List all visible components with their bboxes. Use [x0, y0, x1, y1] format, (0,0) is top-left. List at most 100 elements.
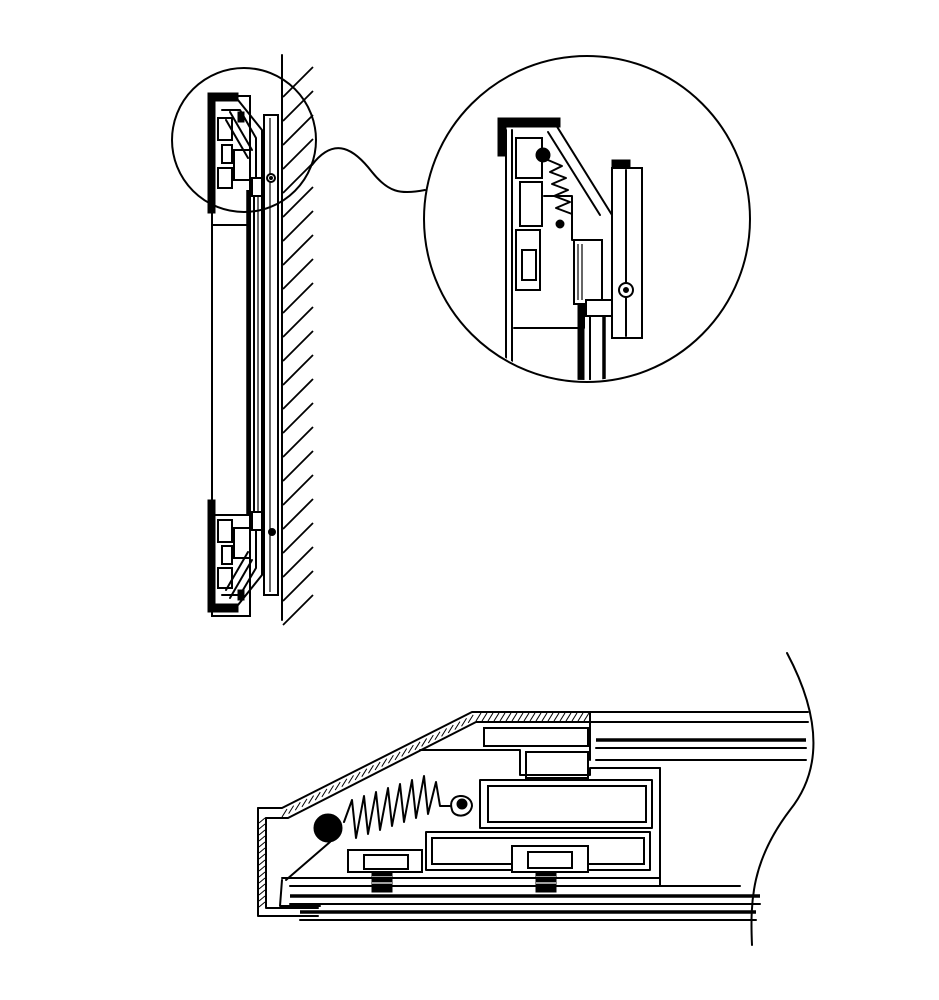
hatch-line — [282, 450, 314, 482]
wall — [281, 54, 314, 626]
hatch-line — [288, 805, 295, 814]
break-line — [750, 652, 815, 946]
side-view — [171, 54, 426, 626]
hatch-line — [282, 498, 314, 530]
hatch-line — [282, 474, 314, 506]
hatch-line — [434, 731, 441, 740]
hatch-line — [523, 712, 530, 722]
hatch-line — [467, 714, 474, 724]
hatch-line — [282, 258, 314, 290]
hatch-line — [499, 712, 506, 722]
hatch-line — [559, 712, 566, 722]
magnified-circle — [423, 55, 751, 383]
hatch-line — [282, 594, 314, 626]
hatch-line — [394, 751, 401, 761]
hatch-line — [535, 712, 542, 722]
hatch-line — [282, 114, 314, 146]
hatch-line — [258, 829, 266, 836]
hatch-line — [565, 712, 572, 722]
hatch-line — [328, 785, 334, 794]
hatch-line — [511, 712, 518, 722]
hatch-line — [334, 781, 341, 791]
hatch-line — [341, 778, 348, 788]
hatch-line — [258, 871, 266, 878]
hatch-line — [258, 853, 266, 860]
hatch-line — [258, 841, 266, 848]
detail-callout-circle — [171, 67, 317, 213]
hatch-line — [258, 889, 266, 896]
hatch-line — [258, 823, 266, 830]
hatch-line — [407, 744, 414, 754]
hatch-line — [282, 90, 314, 122]
spring-icon — [547, 159, 573, 215]
hatch-line — [547, 712, 554, 722]
hatch-line — [454, 721, 461, 730]
hatch-line — [529, 712, 536, 722]
lower-screw-icon — [268, 528, 276, 536]
hatch-line — [282, 570, 314, 602]
hatch-line — [282, 354, 314, 386]
hatch-line — [282, 306, 314, 338]
wall-hatching — [282, 66, 314, 626]
magnified-detail — [423, 55, 751, 383]
hatch-line — [441, 728, 448, 737]
hatch-line — [258, 847, 266, 854]
hatch-line — [487, 712, 494, 722]
wall-bracket — [263, 114, 279, 596]
hatch-line — [282, 186, 314, 218]
detail-leader-line — [311, 147, 426, 194]
hatch-line — [258, 817, 266, 824]
hatch-line — [282, 546, 314, 578]
hatch-line — [447, 724, 454, 734]
hatch-line — [381, 758, 388, 767]
hatch-line — [461, 718, 467, 727]
hatch-line — [282, 66, 314, 98]
hatch-line — [577, 712, 584, 722]
hatch-line — [294, 802, 301, 811]
hatch-line — [282, 162, 314, 194]
compression-spring-icon — [343, 775, 451, 839]
hatch-line — [387, 754, 394, 764]
hatch-line — [505, 712, 512, 722]
hatch-line — [301, 798, 308, 808]
hatch-line — [493, 712, 500, 722]
hatch-line — [427, 734, 434, 744]
hatch-line — [541, 712, 548, 722]
bottom-frame-profile — [207, 499, 263, 613]
shell-hatching — [258, 712, 590, 908]
hatch-line — [282, 522, 314, 554]
hatch-line — [414, 741, 421, 751]
hatch-line — [281, 808, 288, 818]
hatch-line — [282, 330, 314, 362]
hatch-line — [481, 712, 488, 722]
hatch-line — [282, 426, 314, 458]
hatch-line — [368, 765, 374, 774]
cross-section — [257, 652, 815, 946]
roller-ball-icon — [313, 813, 343, 843]
hatch-line — [354, 771, 361, 781]
hatch-line — [258, 859, 266, 866]
hatch-line — [401, 748, 408, 757]
hatch-line — [282, 282, 314, 314]
top-frame-profile — [207, 92, 263, 214]
hatch-line — [282, 138, 314, 170]
hatch-line — [553, 712, 560, 722]
hatch-line — [282, 210, 314, 242]
hatch-line — [421, 738, 428, 747]
hatch-line — [308, 795, 315, 804]
hatch-line — [258, 901, 266, 908]
hatch-line — [321, 788, 328, 798]
hatch-line — [282, 378, 314, 410]
hatch-line — [571, 712, 578, 722]
hatch-line — [258, 865, 266, 872]
hatch-line — [348, 775, 354, 784]
hatch-line — [583, 712, 590, 722]
hatch-line — [282, 402, 314, 434]
hatch-line — [282, 234, 314, 266]
hatch-line — [361, 768, 368, 777]
hatch-line — [374, 761, 381, 771]
hatch-line — [258, 895, 266, 902]
hatch-line — [258, 883, 266, 890]
hatch-line — [475, 712, 482, 722]
